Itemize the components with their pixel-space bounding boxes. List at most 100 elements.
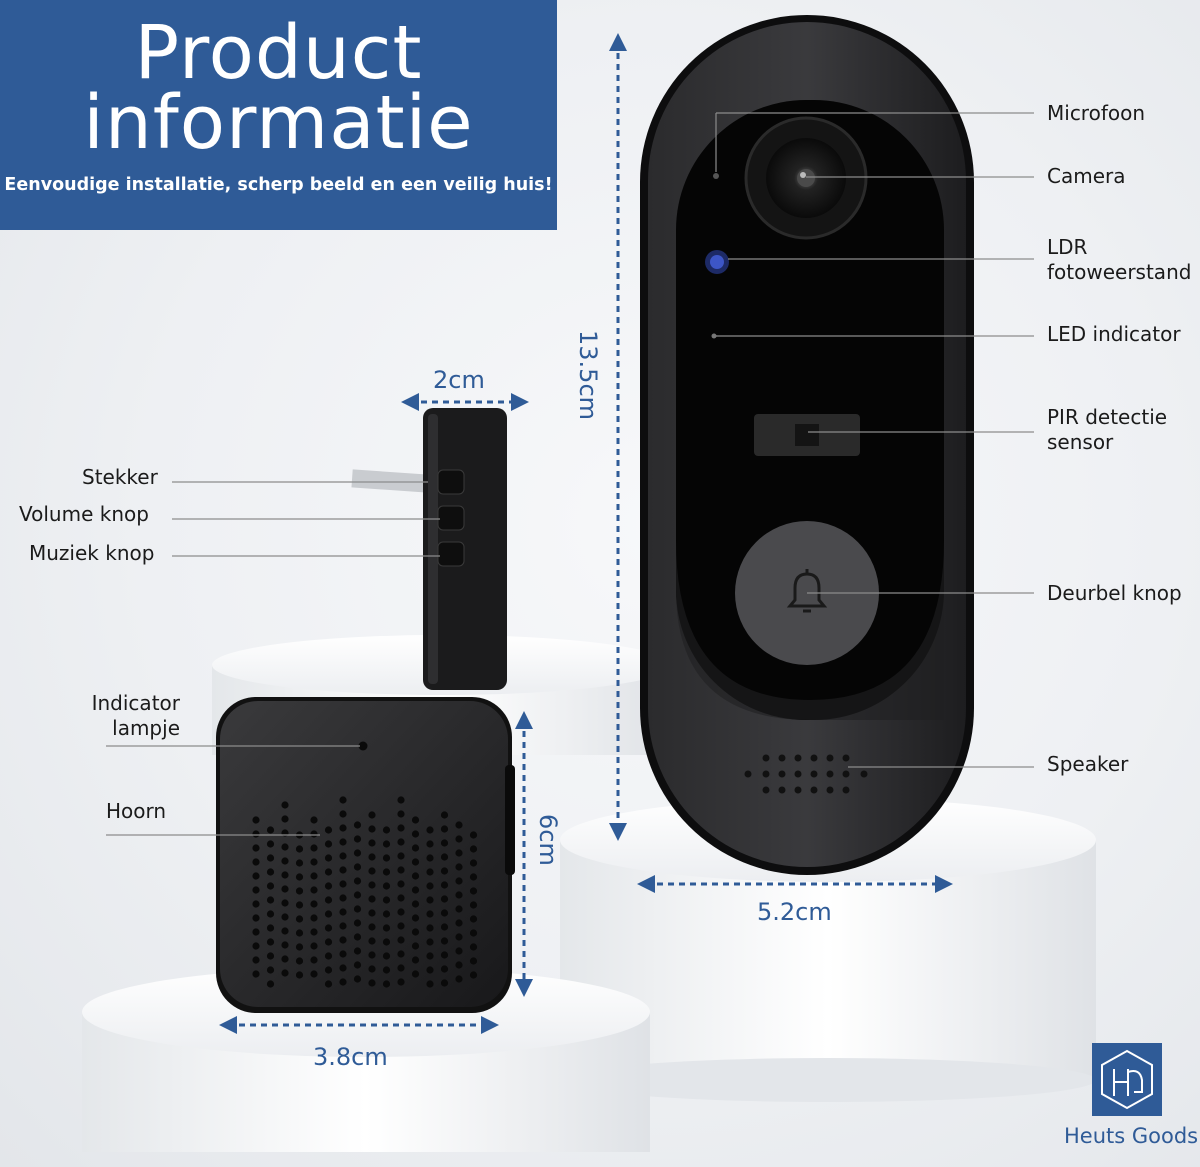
chime-dot [469,859,478,867]
music-button [437,541,465,567]
label-music: Muziek knop [29,541,155,565]
speaker-grille [744,754,868,794]
chime-dot [353,975,362,983]
chime-dot [339,950,347,958]
chime-dot [281,941,289,949]
chime-dot [295,915,304,923]
label-ldr-line1: LDR [1047,235,1088,259]
chime-dot [310,830,318,838]
chime-dot [339,894,347,902]
chime-dot [252,928,260,936]
chime-dot [353,849,362,857]
chime-dot [252,900,260,908]
chime-dot [252,942,260,950]
label-pir-line2: sensor [1047,430,1114,454]
chime-dot [310,942,318,950]
chime-dot [411,872,420,880]
chime-dot [455,877,463,885]
chime-dot [411,956,420,964]
chime-dot [281,843,289,851]
label-camera: Camera [1047,164,1126,188]
chime-dot [368,965,376,973]
chime-dot [440,909,449,917]
chime-dot [382,854,391,862]
label-indicator-line2: lampje [112,716,180,740]
chime-dot [353,933,362,941]
chime-dot [281,927,289,935]
chime-dot [426,966,434,974]
label-speaker: Speaker [1047,752,1129,776]
chime-dot [368,881,376,889]
chime-dot [469,971,478,979]
chime-dot [469,901,478,909]
chime-dot [426,868,434,876]
chime-dot [295,943,304,951]
page-subtitle: Eenvoudige installatie, scherp beeld en … [4,175,553,195]
chime-dot [455,961,463,969]
chime-dot [324,896,333,904]
chime-dot [440,867,449,875]
chime-dot [252,844,260,852]
chime-dot [281,899,289,907]
chime-dot [353,863,362,871]
chime-dot [295,845,304,853]
chime-dot [266,896,275,904]
chime-dot [455,863,463,871]
chime-dot [339,880,347,888]
chime-dot [295,971,304,979]
chime-dot [266,868,275,876]
chime-dot [426,980,434,988]
chime-dot [455,891,463,899]
chime-dot [455,975,463,983]
label-horn: Hoorn [106,799,167,823]
chime-dot [368,979,376,987]
chime-dot [281,955,289,963]
chime-dot [368,923,376,931]
chime-dot [440,839,449,847]
label-indicator-line1: Indicator [91,691,180,715]
chime-dot [397,824,405,832]
chime-dot [266,826,275,834]
chime-dot [368,951,376,959]
chime-dot [455,919,463,927]
chime-dot [295,887,304,895]
brand-name: Heuts Goods [1064,1124,1199,1148]
led-indicator [711,333,717,339]
chime-dot [310,844,318,852]
dim-chime-depth: 2cm [433,366,485,394]
chime-dot [397,810,405,818]
dimension-arrows [219,33,953,1034]
chime-dot [411,928,420,936]
chime-dot [440,853,449,861]
chime-dot [353,905,362,913]
chime-dot [324,952,333,960]
microphone-hole [713,173,719,179]
chime-dot [455,835,463,843]
chime-dot [411,970,420,978]
chime-dot [339,964,347,972]
chime-dot [469,915,478,923]
chime-dot [281,857,289,865]
chime-dot [368,853,376,861]
chime-dot [411,858,420,866]
chime-dot [310,956,318,964]
chime-dot [382,924,391,932]
chime-dot [310,928,318,936]
chime-dot [426,896,434,904]
chime-dot [469,831,478,839]
chime-dot [310,900,318,908]
chime-dot [353,919,362,927]
chime-dot [455,821,463,829]
chime-dot [397,880,405,888]
chime-dot [382,952,391,960]
dim-chime-width: 3.8cm [313,1043,388,1071]
chime-dot [339,936,347,944]
chime-dot [266,924,275,932]
chime-dot [339,852,347,860]
chime-dot [295,957,304,965]
chime-dot [353,835,362,843]
chime-dot [397,852,405,860]
chime-dot [411,816,420,824]
chime-dot [440,951,449,959]
